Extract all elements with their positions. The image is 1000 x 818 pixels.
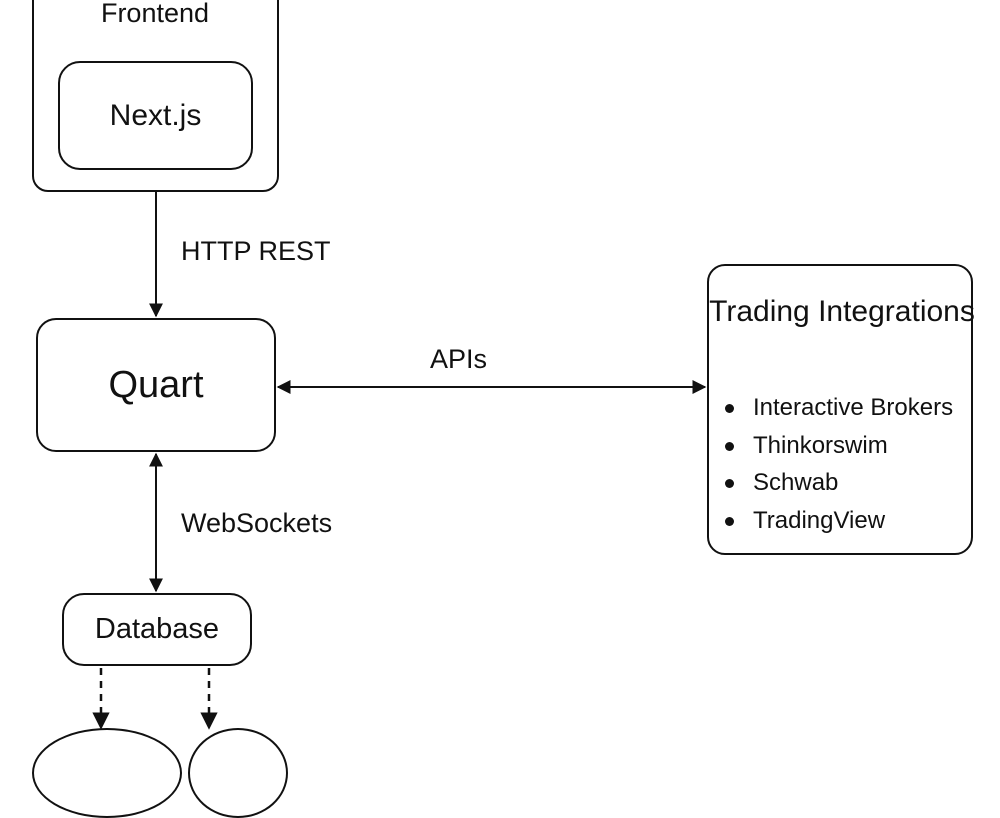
quart-label: Quart [108,364,204,406]
nextjs-node: Next.js [58,61,253,170]
bullet-icon [725,516,734,526]
integration-label: Thinkorswim [753,431,888,459]
list-item: Interactive Brokers [725,394,953,432]
integration-label: Schwab [753,469,839,496]
frontend-title: Frontend [100,0,210,28]
nextjs-label: Next.js [109,98,202,132]
websockets-label: WebSockets [181,508,333,538]
integration-label: Interactive Brokers [753,394,954,421]
trading-integrations-title: Trading Integrations [709,295,975,328]
database-node: Database [62,593,252,666]
integration-label: TradingView [753,506,886,534]
connectors-layer [92,170,707,730]
list-item: Schwab [725,469,953,507]
apis-label: APIs [430,344,488,374]
trading-integrations-node: Trading Integrations Interactive Brokers… [707,264,975,555]
storage-node-right [188,728,288,818]
architecture-diagram: Frontend Next.js HTTP REST APIs WebSocke… [32,0,975,818]
http-rest-label: HTTP REST [181,236,331,266]
trading-integrations-list: Interactive Brokers Thinkorswim Schwab T… [725,394,953,544]
bullet-icon [725,441,734,451]
bullet-icon [725,479,734,488]
bullet-icon [725,404,734,413]
database-label: Database [94,613,220,645]
list-item: Thinkorswim [725,432,953,470]
list-item: TradingView [725,507,953,545]
storage-node-left [32,728,182,818]
quart-node: Quart [36,318,276,452]
